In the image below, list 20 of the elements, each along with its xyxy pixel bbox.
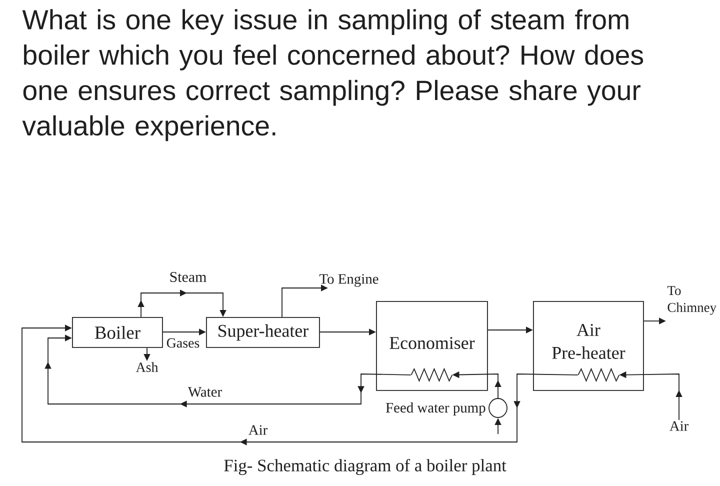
flow-label: Ash — [136, 362, 158, 372]
pump-label: Feed water pump — [386, 402, 486, 416]
component-box: Boiler — [72, 317, 163, 348]
question-text: What is one key issue in sampling of steam from boiler which you feel concerned about? How does one ensures correct sampling? Please share your valuable experience. — [22, 9, 644, 142]
flow-label: To Engine — [319, 274, 378, 287]
component-box: Air Pre-heater — [533, 301, 644, 391]
flow-label: To Chimney — [667, 286, 716, 315]
component-box: Economiser — [376, 301, 488, 391]
edge-label: Gases — [166, 338, 200, 348]
heating-coil — [410, 368, 453, 382]
flow-arrow — [138, 290, 226, 318]
flow-arrow — [44, 334, 412, 408]
figure-caption: Fig- Schematic diagram of a boiler plant — [224, 458, 506, 476]
edge-label: Air — [248, 424, 268, 436]
edge-label: Steam — [168, 271, 208, 283]
edge-label: Water — [187, 386, 223, 398]
heating-coil — [578, 368, 620, 382]
flow-arrow — [22, 324, 578, 446]
flow-label: Air — [670, 421, 688, 431]
component-box: Super-heater — [206, 317, 320, 348]
